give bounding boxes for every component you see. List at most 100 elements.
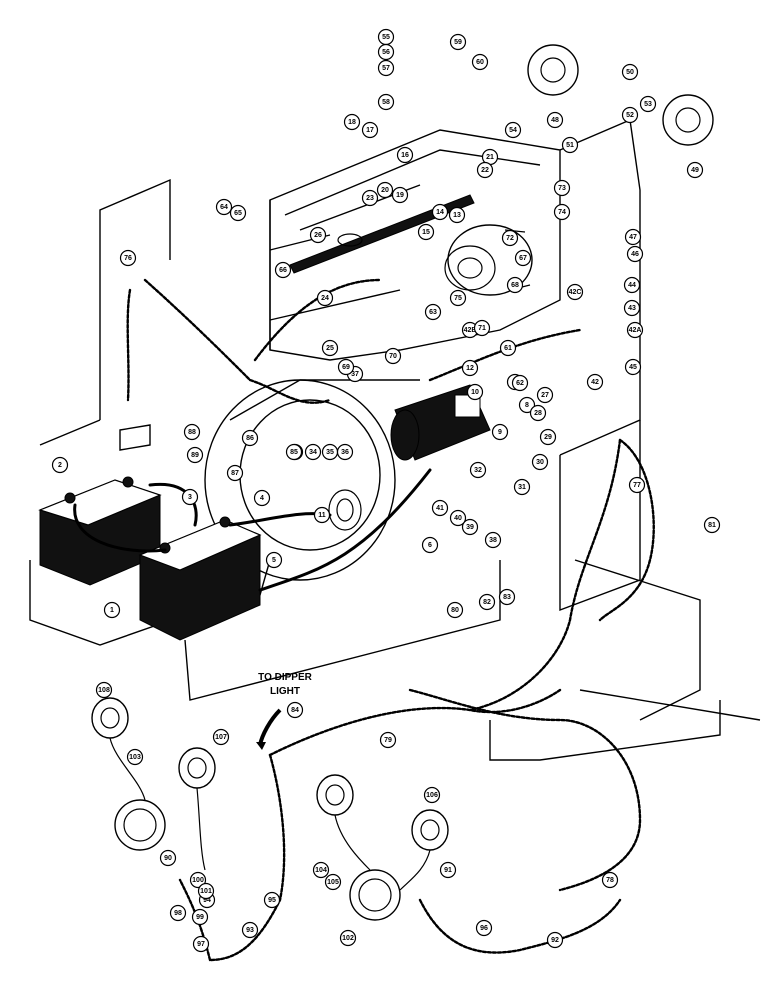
callout-19: 19	[391, 186, 409, 204]
starter-motor	[390, 384, 491, 461]
callout-87: 87	[226, 464, 244, 482]
callout-label: 68	[511, 282, 519, 289]
callout-89: 89	[186, 446, 204, 464]
callout-circle	[431, 203, 449, 221]
callout-circle	[226, 464, 244, 482]
callout-46: 46	[626, 245, 644, 263]
callout-label: 44	[628, 282, 636, 289]
callout-74: 74	[553, 203, 571, 221]
callout-label: 51	[566, 142, 574, 149]
callout-circle	[343, 113, 361, 131]
callout-22: 22	[476, 161, 494, 179]
callout-circle	[336, 443, 354, 461]
callout-circle	[498, 588, 516, 606]
callout-circle	[95, 681, 113, 699]
callout-circle	[601, 871, 619, 889]
callout-label: 10	[471, 389, 479, 396]
callout-label: 56	[382, 49, 390, 56]
callout-circle	[384, 347, 402, 365]
callout-62: 62	[511, 374, 529, 392]
callout-101: 101	[197, 882, 215, 900]
callout-41: 41	[431, 499, 449, 517]
callout-label: 74	[558, 209, 566, 216]
callout-81: 81	[703, 516, 721, 534]
callout-label: 9	[498, 429, 502, 436]
callout-75: 75	[449, 289, 467, 307]
tractor-frame	[29, 118, 761, 761]
callout-circle	[186, 446, 204, 464]
callout-label: 85	[290, 449, 298, 456]
callout-label: 88	[188, 429, 196, 436]
callout-38: 38	[484, 531, 502, 549]
callout-label: 97	[197, 941, 205, 948]
callout-9: 9	[491, 423, 509, 441]
callout-label: 20	[381, 187, 389, 194]
callout-label: 21	[486, 154, 494, 161]
callout-circle	[376, 181, 394, 199]
callout-42: 42	[586, 373, 604, 391]
callout-72: 72	[501, 229, 519, 247]
callout-circle	[686, 161, 704, 179]
callout-circle	[361, 189, 379, 207]
callout-label: 35	[326, 449, 334, 456]
callout-44: 44	[623, 276, 641, 294]
callout-circle	[586, 373, 604, 391]
callout-68: 68	[506, 276, 524, 294]
callout-circle	[484, 531, 502, 549]
callout-55: 55	[377, 28, 395, 46]
callout-label: 30	[536, 459, 544, 466]
callout-label: 104	[315, 867, 327, 874]
callout-label: 1	[110, 607, 114, 614]
callout-16: 16	[396, 146, 414, 164]
callout-2: 2	[51, 456, 69, 474]
callout-label: 4	[260, 495, 264, 502]
callout-circle	[119, 249, 137, 267]
callout-circle	[103, 601, 121, 619]
callout-circle	[183, 423, 201, 441]
callout-label: 91	[444, 867, 452, 874]
callout-circle	[263, 891, 281, 909]
callout-64: 64	[215, 198, 233, 216]
horns	[527, 44, 714, 146]
callout-104: 104	[312, 861, 330, 879]
callout-100: 100	[189, 871, 207, 889]
callout-circle	[621, 106, 639, 124]
callout-73: 73	[553, 179, 571, 197]
callout-circle	[626, 321, 644, 339]
callout-label: 32	[474, 467, 482, 474]
callout-label: 14	[436, 209, 444, 216]
callout-label: 28	[534, 410, 542, 417]
callout-84: 84	[286, 701, 304, 719]
callout-circle	[553, 179, 571, 197]
callout-label: 101	[200, 888, 212, 895]
callout-circle	[621, 63, 639, 81]
callout-circle	[337, 358, 355, 376]
note-line-1: TO DIPPER	[258, 672, 312, 683]
callout-label: 100	[192, 877, 204, 884]
callout-58: 58	[377, 93, 395, 111]
callout-label: 16	[401, 152, 409, 159]
callout-label: 102	[342, 935, 354, 942]
callout-26: 26	[309, 226, 327, 244]
callout-90: 90	[159, 849, 177, 867]
callout-40: 40	[449, 509, 467, 527]
callout-label: 41	[436, 505, 444, 512]
callout-circle	[377, 93, 395, 111]
callout-label: 12	[466, 365, 474, 372]
callout-circle	[215, 198, 233, 216]
callout-5: 5	[265, 551, 283, 569]
callout-label: 18	[348, 119, 356, 126]
callout-34: 34	[304, 443, 322, 461]
dipper-light-note: TO DIPPER LIGHT	[256, 672, 313, 750]
callout-25: 25	[321, 339, 339, 357]
callout-circle	[379, 731, 397, 749]
callout-circle	[448, 206, 466, 224]
callout-label: 92	[551, 937, 559, 944]
callout-10: 10	[466, 383, 484, 401]
callout-label: 57	[382, 65, 390, 72]
callout-circle	[212, 728, 230, 746]
callout-label: 66	[279, 267, 287, 274]
callout-circle	[461, 359, 479, 377]
callout-1: 1	[103, 601, 121, 619]
